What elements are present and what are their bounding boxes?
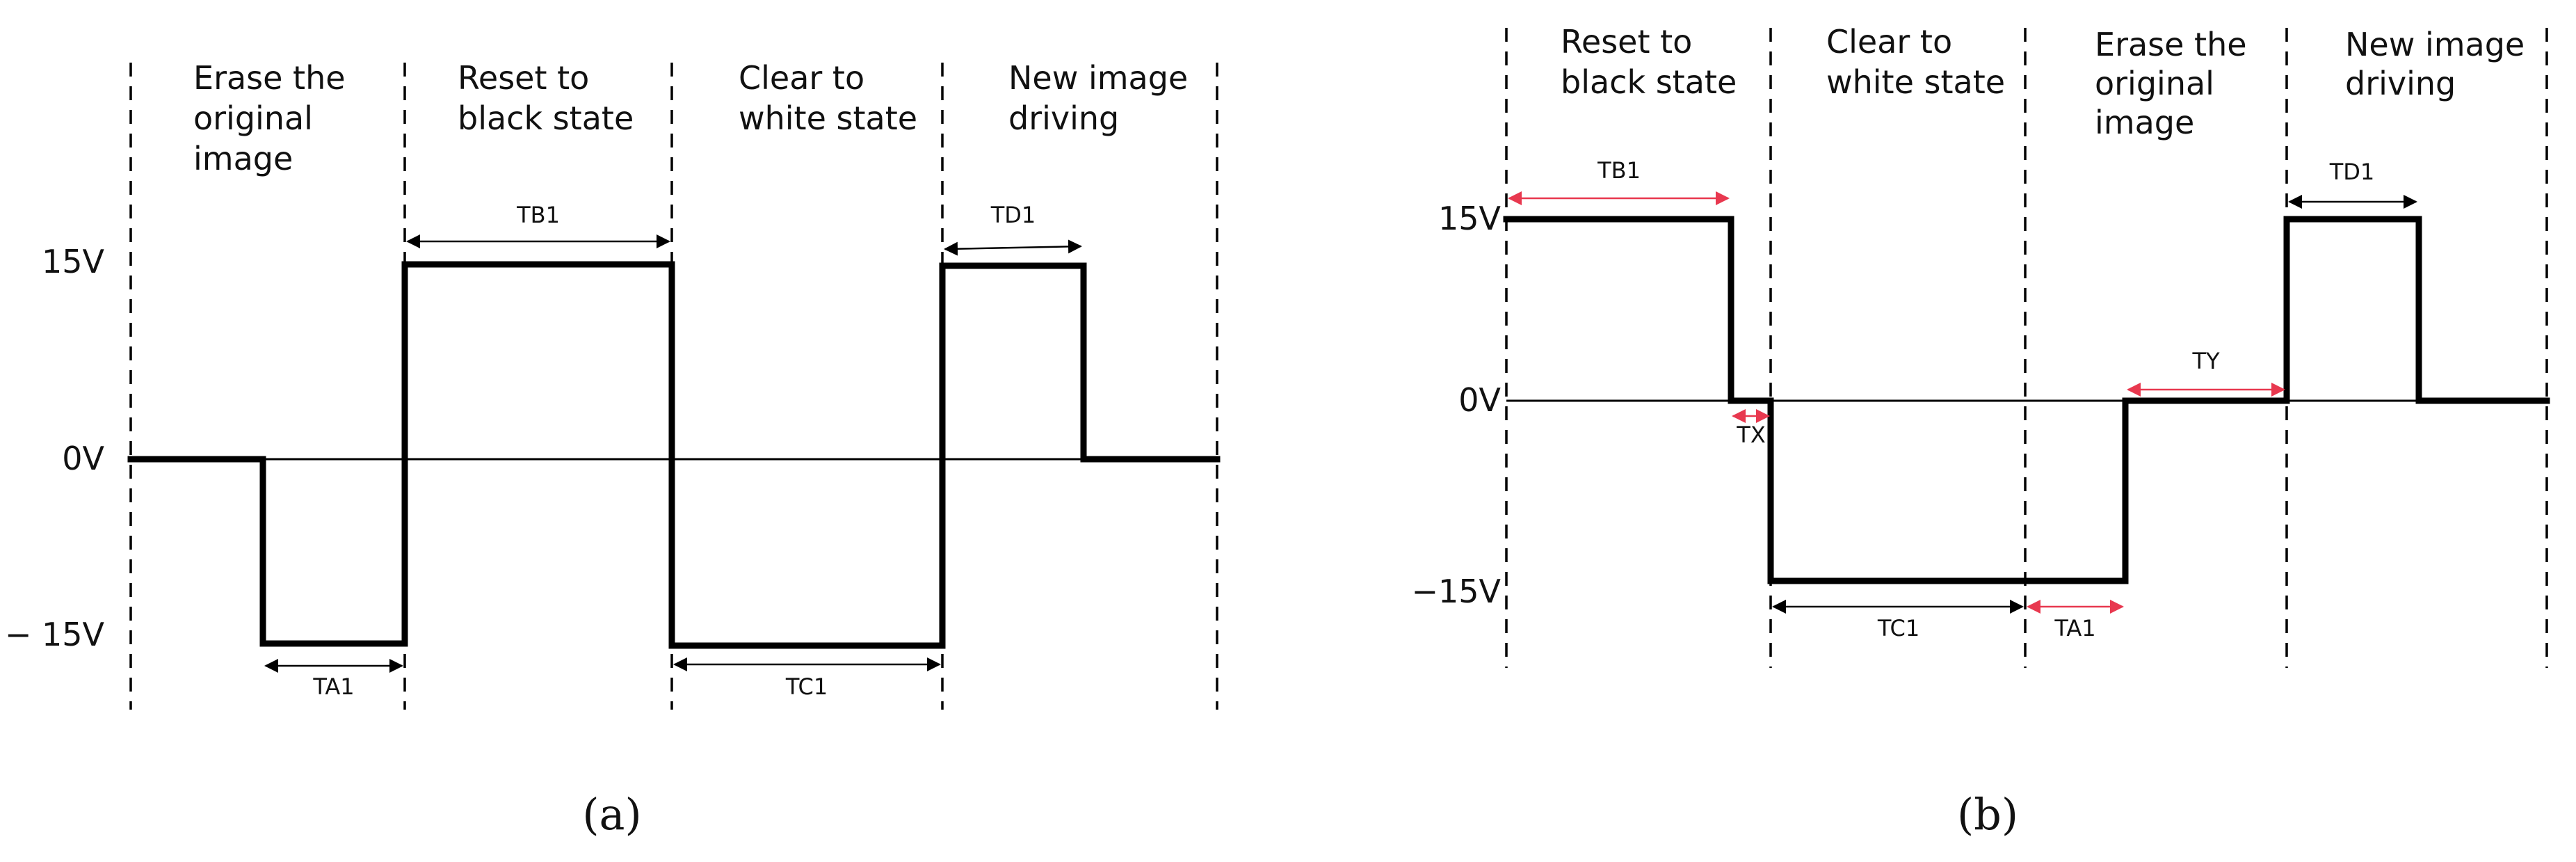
- phase-label: original: [193, 99, 313, 137]
- voltage-label-zero: 0V: [1458, 381, 1501, 419]
- phase-label: Clear to: [739, 59, 864, 97]
- duration-label: TD1: [990, 202, 1036, 228]
- phase-label: image: [2095, 104, 2194, 141]
- phase-label: white state: [1826, 63, 2005, 101]
- phase-label: Erase the: [2095, 26, 2247, 63]
- panel-b: Reset to black state Clear to white stat…: [1411, 23, 2550, 840]
- voltage-waveform: [1503, 216, 2550, 584]
- duration-label: TA1: [2054, 615, 2095, 641]
- phase-label: Clear to: [1826, 23, 1952, 61]
- phase-label: white state: [739, 99, 917, 137]
- voltage-label-low: − 15V: [5, 616, 105, 653]
- phase-label: New image: [1008, 59, 1188, 97]
- voltage-label-high: 15V: [42, 243, 105, 280]
- duration-label: TX: [1736, 422, 1765, 448]
- duration-arrow: [944, 239, 1082, 256]
- phase-label: New image: [2345, 26, 2525, 63]
- duration-label: TA1: [312, 673, 354, 700]
- phase-label: black state: [458, 99, 634, 137]
- phase-label: Erase the: [193, 59, 346, 97]
- duration-label: TY: [2191, 348, 2220, 374]
- panel-caption: (b): [1957, 789, 2018, 840]
- voltage-label-low: −15V: [1411, 573, 1501, 610]
- duration-label: TD1: [2329, 159, 2375, 185]
- duration-label: TB1: [1597, 157, 1641, 184]
- voltage-waveform: [127, 261, 1221, 649]
- panel-a: Erase the original image Reset to black …: [5, 59, 1221, 840]
- phase-label: image: [193, 140, 293, 177]
- panel-caption: (a): [582, 789, 641, 840]
- duration-label: TB1: [516, 202, 560, 228]
- voltage-label-zero: 0V: [62, 440, 104, 477]
- phase-label: driving: [2345, 65, 2456, 102]
- duration-label: TC1: [1877, 615, 1919, 641]
- phase-label: driving: [1008, 99, 1119, 137]
- voltage-label-high: 15V: [1438, 200, 1502, 237]
- phase-label: original: [2095, 65, 2214, 102]
- duration-label: TC1: [785, 673, 828, 700]
- phase-label: Reset to: [458, 59, 589, 97]
- phase-label: black state: [1561, 63, 1737, 101]
- phase-label: Reset to: [1561, 23, 1692, 61]
